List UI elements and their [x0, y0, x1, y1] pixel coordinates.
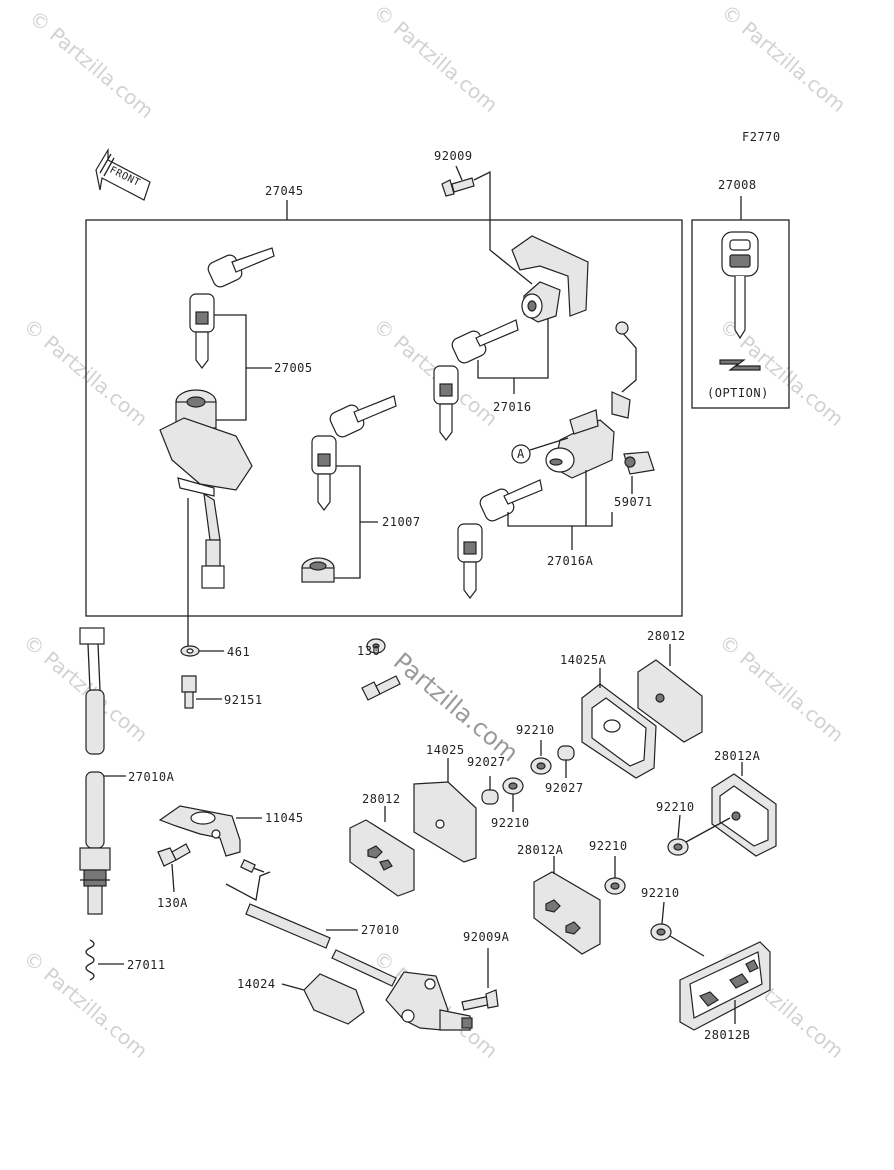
nut-92210-a: 92210 — [516, 723, 555, 775]
keys-27016A: 27016A — [457, 470, 613, 599]
label-92210-a: 92210 — [516, 723, 555, 737]
bolt-130A: 130A — [157, 843, 191, 910]
label-92210-e: 92210 — [641, 886, 680, 900]
label-14025: 14025 — [426, 743, 465, 757]
label-92210-d: 92210 — [589, 839, 628, 853]
seat-lock-bracket-27016 — [511, 235, 589, 323]
label-27010: 27010 — [361, 923, 400, 937]
spring-27011: 27011 — [85, 939, 166, 981]
nut-92210-e: 92210 — [641, 886, 705, 957]
kit-box-27045: 27045 — [85, 184, 683, 617]
label-14025A: 14025A — [560, 653, 607, 667]
bracket-11045: 11045 — [158, 805, 304, 857]
keys-27005: 27005 — [189, 247, 313, 421]
callout-a — [511, 444, 531, 464]
label-461: 461 — [227, 645, 250, 659]
side-stand-switch — [385, 971, 473, 1031]
watermark-8: © Partzilla.com — [715, 629, 849, 747]
label-21007: 21007 — [382, 515, 421, 529]
reflector-pad-28012-mid: 28012 — [349, 792, 415, 897]
label-28012-top: 28012 — [647, 629, 686, 643]
callout-a-label: A — [517, 447, 525, 461]
label-27005: 27005 — [274, 361, 313, 375]
nut-92210-b: 92210 — [491, 777, 530, 830]
option-box-27008: 27008 (OPTION) — [691, 178, 790, 409]
screw-92009A: 92009A — [461, 930, 510, 1011]
label-11045: 11045 — [265, 811, 304, 825]
helmet-lock-27016A: A — [511, 321, 637, 479]
label-92009A: 92009A — [463, 930, 510, 944]
label-27045: 27045 — [265, 184, 304, 198]
keyhole-cap — [301, 557, 335, 583]
reflector-bracket-14025: 14025 — [413, 743, 477, 863]
nut-92210-c: 92210 — [656, 800, 731, 856]
keys-21007: 21007 — [301, 395, 421, 583]
label-92210-c: 92210 — [656, 800, 695, 814]
spacer-92027-b: 92027 — [467, 755, 506, 805]
switch-cable-27010: 27010 — [225, 859, 400, 987]
connector-14024: 14024 — [237, 973, 365, 1025]
label-28012A-mid: 28012A — [517, 843, 564, 857]
label-92027-b: 92027 — [467, 755, 506, 769]
label-92210-b: 92210 — [491, 816, 530, 830]
label-14024: 14024 — [237, 977, 276, 991]
label-92009: 92009 — [434, 149, 473, 163]
label-27016A: 27016A — [547, 554, 594, 568]
reflector-28012A-mid: 28012A — [517, 843, 601, 955]
nut-130: 130 — [357, 638, 401, 701]
washer-461: 461 — [180, 645, 250, 659]
label-130: 130 — [357, 644, 380, 658]
label-92027-a: 92027 — [545, 781, 584, 795]
screw-92009: 92009 — [434, 149, 533, 285]
keys-27016: 27016 — [433, 318, 549, 441]
label-59071: 59071 — [614, 495, 653, 509]
label-92151: 92151 — [224, 693, 263, 707]
option-label: (OPTION) — [707, 386, 769, 400]
watermark-2: © Partzilla.com — [369, 0, 503, 117]
front-arrow-icon: FRONT — [95, 147, 151, 201]
label-27016: 27016 — [493, 400, 532, 414]
label-28012-mid: 28012 — [362, 792, 401, 806]
label-28012B: 28012B — [704, 1028, 750, 1042]
bolt-92151: 92151 — [181, 675, 263, 709]
label-27011: 27011 — [127, 958, 166, 972]
option-key-icon — [721, 231, 759, 340]
label-27008: 27008 — [718, 178, 757, 192]
switch-harness-27010A: 27010A — [79, 627, 175, 915]
brake-switch — [79, 847, 111, 915]
reflector-28012B: 28012B — [679, 941, 771, 1042]
label-28012A-right: 28012A — [714, 749, 761, 763]
reflector-pad-28012-top: 28012 — [637, 629, 703, 743]
figure-code: F2770 — [742, 130, 781, 144]
ignition-switch — [159, 389, 253, 646]
label-27010A: 27010A — [128, 770, 175, 784]
label-130A: 130A — [157, 896, 188, 910]
reflector-28012A-right: 28012A — [711, 749, 777, 857]
watermark-6: © Partzilla.com — [715, 313, 849, 431]
reflector-bracket-14025A: 14025A — [560, 653, 657, 779]
bolt-59071: 59071 — [614, 451, 655, 509]
nut-92210-d: 92210 — [589, 839, 628, 895]
watermark-3: © Partzilla.com — [717, 0, 851, 117]
spacer-92027-a: 92027 — [545, 745, 584, 795]
watermark-1: © Partzilla.com — [25, 5, 159, 123]
